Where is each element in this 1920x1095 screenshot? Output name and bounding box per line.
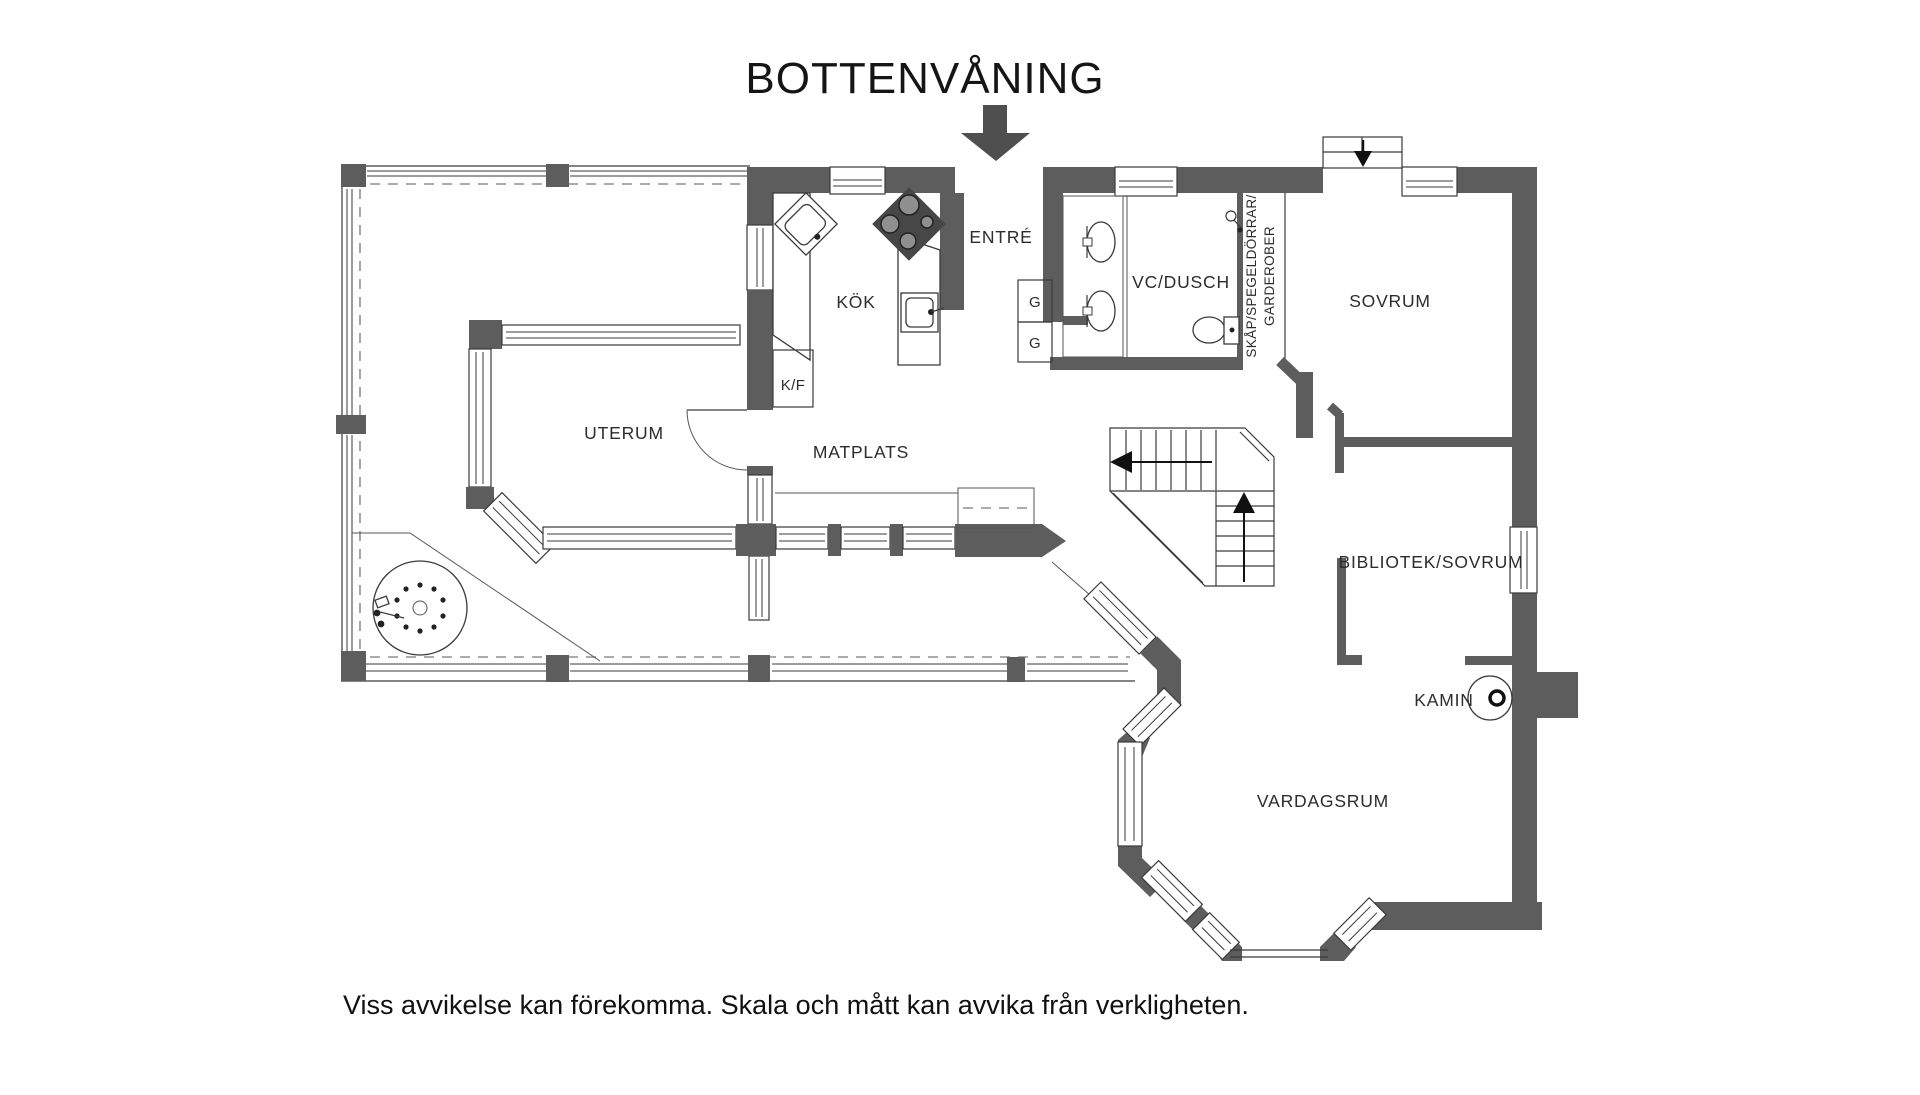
entre-west-wall <box>940 193 964 310</box>
room-label-bibliotek: BIBLIOTEK/SOVRUM <box>1339 552 1524 572</box>
kitchen-west-window <box>746 224 774 291</box>
steps-arrow-icon <box>1354 140 1372 167</box>
toilet-icon <box>1192 316 1240 345</box>
sovrum-window <box>1401 166 1458 197</box>
kamin-wall-stub <box>1465 656 1512 665</box>
stove-icon <box>872 187 946 261</box>
bibliotek-walls <box>1326 402 1512 665</box>
hot-tub <box>372 560 468 656</box>
kitchen <box>772 187 946 408</box>
bay-window-e <box>1332 896 1388 952</box>
bath-window <box>1114 166 1178 197</box>
kamin-stove-icon <box>1467 675 1513 721</box>
room-label-sovrum: SOVRUM <box>1349 291 1431 311</box>
shower-icon <box>1225 210 1243 233</box>
matplats-south-wall <box>775 487 1066 557</box>
kitchen-sink2-icon <box>900 292 945 333</box>
entrance <box>940 105 1088 325</box>
label-garderob-1: G <box>1029 294 1041 311</box>
page-title: BOTTENVÅNING <box>745 54 1104 103</box>
matplats-west-window <box>747 474 773 525</box>
room-label-skap-line2: GARDEROBER <box>1262 226 1277 326</box>
bay-windows <box>1083 581 1388 961</box>
bay-window-c <box>1140 859 1204 923</box>
label-kf: K/F <box>781 377 806 394</box>
entre-east-wall <box>1043 193 1063 322</box>
hot-tub-tap-icon <box>373 595 405 628</box>
uterum-room <box>466 320 770 621</box>
staircase <box>1109 427 1275 587</box>
bibliotek-window <box>1509 526 1538 594</box>
label-kamin: KAMIN <box>1414 690 1473 710</box>
bay-window-vertical <box>1117 741 1143 847</box>
washbasin-icon-2 <box>1082 290 1116 332</box>
fridge-freezer-box <box>772 349 814 408</box>
room-label-uterum: UTERUM <box>584 423 664 443</box>
bathroom <box>1017 193 1313 438</box>
closet-g2 <box>1017 321 1053 363</box>
room-label-entre: ENTRÉ <box>969 227 1032 247</box>
labels: BOTTENVÅNING ENTRÉ KÖK VC/DUSCH SKÅP/SPE… <box>343 54 1523 1020</box>
chimney <box>1537 672 1578 718</box>
room-label-matplats: MATPLATS <box>813 442 909 462</box>
bay-window-b <box>1122 687 1182 747</box>
kitchen-window <box>829 166 886 195</box>
room-label-kok: KÖK <box>836 292 875 312</box>
stairs-down-arrow-icon <box>1110 451 1212 473</box>
entrance-arrow-icon <box>961 105 1030 161</box>
bay-window-d <box>1191 911 1241 961</box>
sovrum-entry-steps <box>1322 136 1403 169</box>
kitchen-sink-icon <box>773 191 839 257</box>
room-label-vc-dusch: VC/DUSCH <box>1132 272 1230 292</box>
label-garderob-2: G <box>1029 335 1041 352</box>
room-label-vardagsrum: VARDAGSRUM <box>1257 791 1389 811</box>
disclaimer-text: Viss avvikelse kan förekomma. Skala och … <box>343 990 1249 1020</box>
terrace-perimeter <box>336 164 1135 682</box>
exterior-walls <box>736 166 1578 930</box>
stairs-up-arrow-icon <box>1233 492 1255 582</box>
room-label-skap-line1: SKÅP/SPEGELDÖRRAR/ <box>1244 194 1259 357</box>
washbasin-icon <box>1082 221 1116 263</box>
bay-window-a <box>1083 581 1157 655</box>
